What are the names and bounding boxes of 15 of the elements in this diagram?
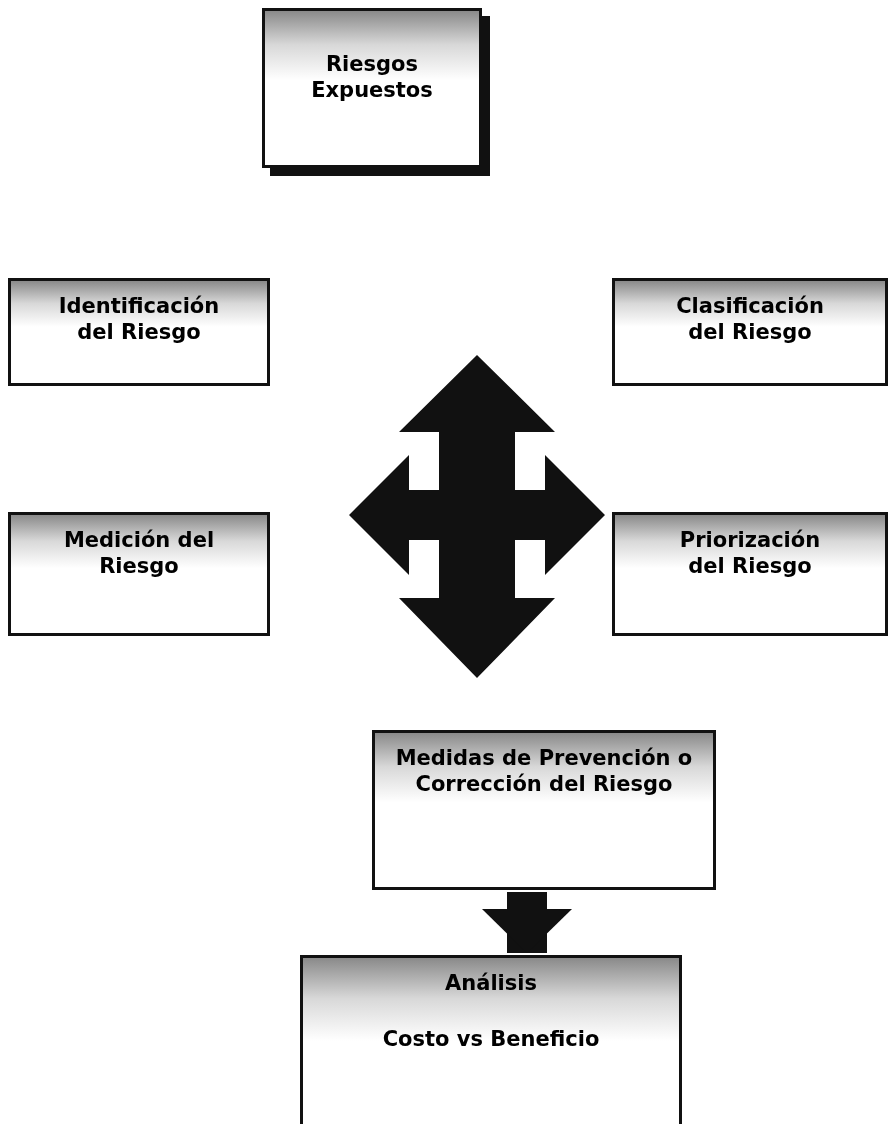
box-heading: Medidas de Prevención o Corrección del Riesgo [394,745,694,798]
box-heading: Análisis [445,970,537,997]
box-text: Costo vs Beneficio [382,1026,600,1053]
process-box [300,955,682,1124]
process-box [612,278,888,386]
process-box [372,730,716,890]
process-box [8,512,270,636]
box-heading: Identificación del Riesgo [57,293,221,346]
box-heading: Medición del Riesgo [62,527,216,580]
box-heading: Clasificación del Riesgo [675,293,825,346]
block-arrow [482,892,572,953]
box-heading: Riesgos Expuestos [310,51,434,104]
box-heading: Priorización del Riesgo [678,527,822,580]
process-box [8,278,270,386]
process-box [612,512,888,636]
